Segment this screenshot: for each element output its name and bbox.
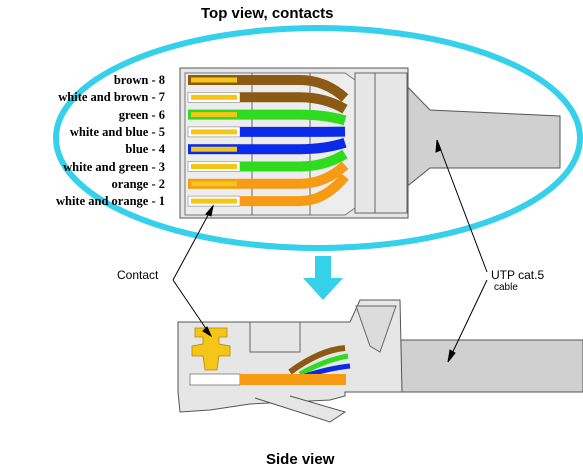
- wire-label: orange - 2: [111, 176, 165, 191]
- top-contacts: [191, 77, 237, 204]
- wire-run: [240, 75, 349, 102]
- wire-label: blue - 4: [125, 142, 165, 157]
- wire-run: [240, 149, 348, 172]
- wire-label: green - 6: [118, 107, 165, 122]
- contact-strip: [191, 146, 237, 152]
- cable-pointer-lines: [435, 139, 488, 363]
- contact-callout: Contact: [117, 268, 159, 282]
- contact-strip: [191, 164, 237, 169]
- top-connector-body: [179, 67, 409, 219]
- wire-run: [240, 138, 347, 155]
- wire-run: [240, 173, 349, 207]
- contact-strip: [191, 181, 237, 187]
- wire-label: white and green - 3: [63, 159, 165, 174]
- contact-strip: [191, 112, 237, 118]
- contact-pointer-lines: [172, 204, 214, 338]
- wire-run: [240, 92, 348, 114]
- side-wires: [189, 345, 351, 386]
- highlight-ellipse: [53, 25, 583, 251]
- side-contact: [191, 327, 231, 371]
- contact-strip: [191, 198, 237, 204]
- down-arrow: [303, 256, 343, 300]
- wire-label: brown - 8: [113, 73, 165, 87]
- cable-callout-line2: cable: [494, 282, 518, 293]
- side-view-title: Side view: [266, 451, 335, 468]
- wire-label: white and brown - 7: [58, 90, 165, 105]
- top-view-title: Top view, contacts: [201, 5, 334, 22]
- wire-run: [240, 161, 349, 189]
- cable-callout-line1: UTP cat.5: [491, 268, 545, 282]
- contact-strip: [191, 129, 237, 135]
- contact-strip: [191, 94, 237, 100]
- wire-label: white and blue - 5: [69, 124, 165, 139]
- wire-label: white and orange - 1: [55, 194, 165, 209]
- contact-strip: [191, 77, 237, 83]
- wire-run: [240, 109, 347, 126]
